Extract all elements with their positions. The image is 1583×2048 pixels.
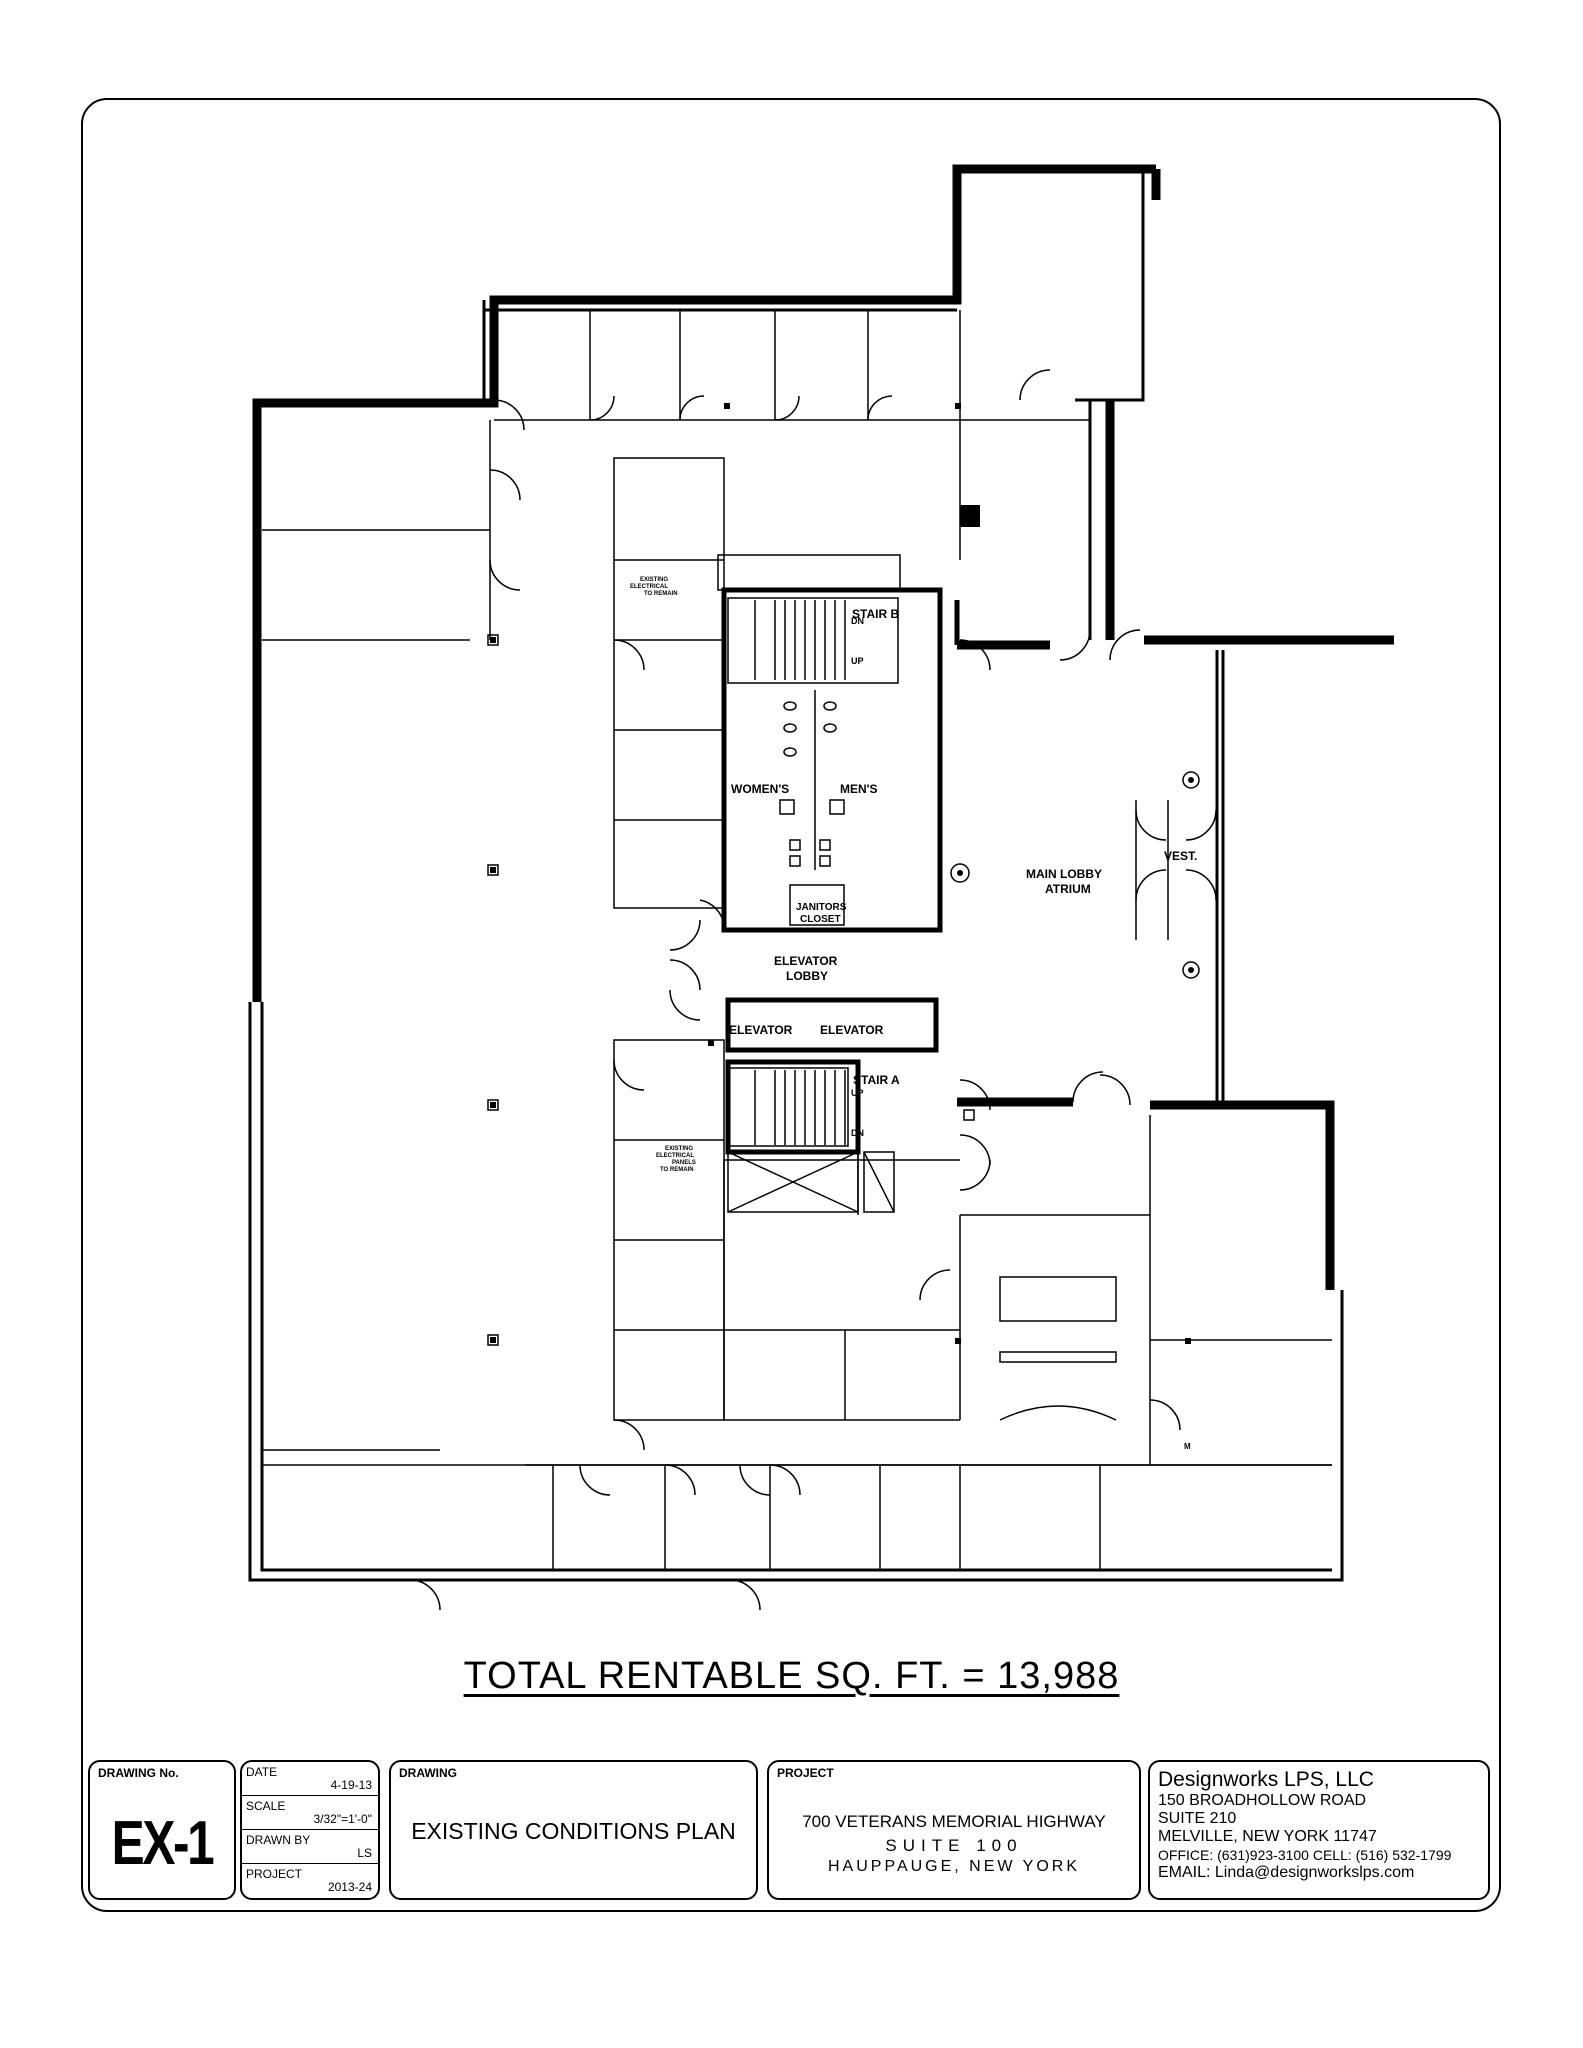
elevator-right-label: ELEVATOR — [820, 1023, 884, 1037]
electrical-note-2b: ELECTRICAL — [656, 1153, 694, 1159]
scale-label: SCALE — [246, 1799, 286, 1813]
elevator-lobby-label-2: LOBBY — [786, 969, 828, 983]
electrical-note-1c: TO REMAIN — [644, 591, 678, 597]
stair-a-up: UP — [851, 1088, 864, 1098]
electrical-note-2c: PANELS — [672, 1160, 696, 1166]
drawn-by-row: DRAWN BY LS — [242, 1830, 378, 1864]
electrical-note-2d: TO REMAIN — [660, 1167, 694, 1173]
elevator-left-label: ELEVATOR — [729, 1023, 793, 1037]
janitors-closet-label-2: CLOSET — [800, 914, 841, 925]
column-markers — [490, 403, 1194, 1344]
janitors-closet-label-1: JANITORS — [796, 902, 847, 913]
drawing-number-box: DRAWING No. EX-1 — [88, 1760, 236, 1900]
project-address-line3: HAUPPAUGE, NEW YORK — [828, 1858, 1080, 1875]
drawing-number-label: DRAWING No. — [98, 1766, 179, 1780]
drawing-sheet-border — [81, 98, 1501, 1912]
electrical-note-2a: EXISTING — [665, 1146, 693, 1152]
stair-b-label: STAIR B — [852, 607, 899, 621]
scale-value: 3/32"=1'-0" — [313, 1812, 372, 1826]
drawing-title: EXISTING CONDITIONS PLAN — [411, 1818, 736, 1844]
main-lobby-label-1: MAIN LOBBY — [1026, 867, 1102, 881]
stair-b-up: UP — [851, 656, 864, 666]
interior-partitions — [262, 310, 1332, 1611]
project-address-line2: SUITE 100 — [885, 1836, 1023, 1855]
project-label: PROJECT — [777, 1766, 834, 1780]
exterior-wall-heavy — [252, 164, 1394, 1290]
firm-email: EMAIL: Linda@designworkslps.com — [1158, 1864, 1415, 1881]
drawing-number: EX-1 — [111, 1809, 215, 1878]
drawn-by-value: LS — [357, 1846, 372, 1860]
stair-treads — [774, 600, 846, 1145]
date-value: 4-19-13 — [330, 1778, 372, 1792]
electrical-note-1a: EXISTING — [640, 577, 668, 583]
womens-label: WOMEN'S — [731, 782, 789, 796]
drawing-meta-box: DATE 4-19-13 SCALE 3/32"=1'-0" DRAWN BY … — [240, 1760, 380, 1900]
mens-label: MEN'S — [840, 782, 878, 796]
electrical-note-1b: ELECTRICAL — [630, 584, 668, 590]
exterior-wall — [248, 169, 1344, 1582]
firm-name: Designworks LPS, LLC — [1158, 1768, 1374, 1791]
firm-address1: 150 BROADHOLLOW ROAD — [1158, 1792, 1367, 1809]
vestibule-label: VEST. — [1164, 849, 1197, 863]
main-lobby-label-2: ATRIUM — [1045, 882, 1091, 896]
drawing-title-box: DRAWING EXISTING CONDITIONS PLAN — [389, 1760, 758, 1900]
project-number-label: PROJECT — [246, 1867, 303, 1881]
firm-phone: OFFICE: (631)923-3100 CELL: (516) 532-17… — [1158, 1847, 1452, 1863]
room-m-label: M — [1184, 1442, 1191, 1451]
stair-a-dn: DN — [851, 1128, 864, 1138]
drawing-title-label: DRAWING — [399, 1766, 457, 1780]
total-rentable-area: TOTAL RENTABLE SQ. FT. = 13,988 — [463, 1655, 1120, 1697]
date-label: DATE — [246, 1765, 278, 1779]
stair-b-dn: DN — [851, 616, 864, 626]
project-address-line1: 700 VETERANS MEMORIAL HIGHWAY — [802, 1812, 1106, 1831]
stair-a-label: STAIR A — [853, 1073, 900, 1087]
date-row: DATE 4-19-13 — [242, 1762, 378, 1796]
firm-address2: SUITE 210 — [1158, 1810, 1237, 1827]
project-number-row: PROJECT 2013-24 — [242, 1864, 378, 1897]
project-box: PROJECT 700 VETERANS MEMORIAL HIGHWAY SU… — [767, 1760, 1141, 1900]
drawn-by-label: DRAWN BY — [246, 1833, 311, 1847]
scale-row: SCALE 3/32"=1'-0" — [242, 1796, 378, 1830]
project-number-value: 2013-24 — [327, 1880, 372, 1894]
elevator-lobby-label-1: ELEVATOR — [774, 954, 838, 968]
firm-address3: MELVILLE, NEW YORK 11747 — [1158, 1828, 1377, 1845]
firm-box: Designworks LPS, LLC 150 BROADHOLLOW ROA… — [1148, 1760, 1490, 1900]
